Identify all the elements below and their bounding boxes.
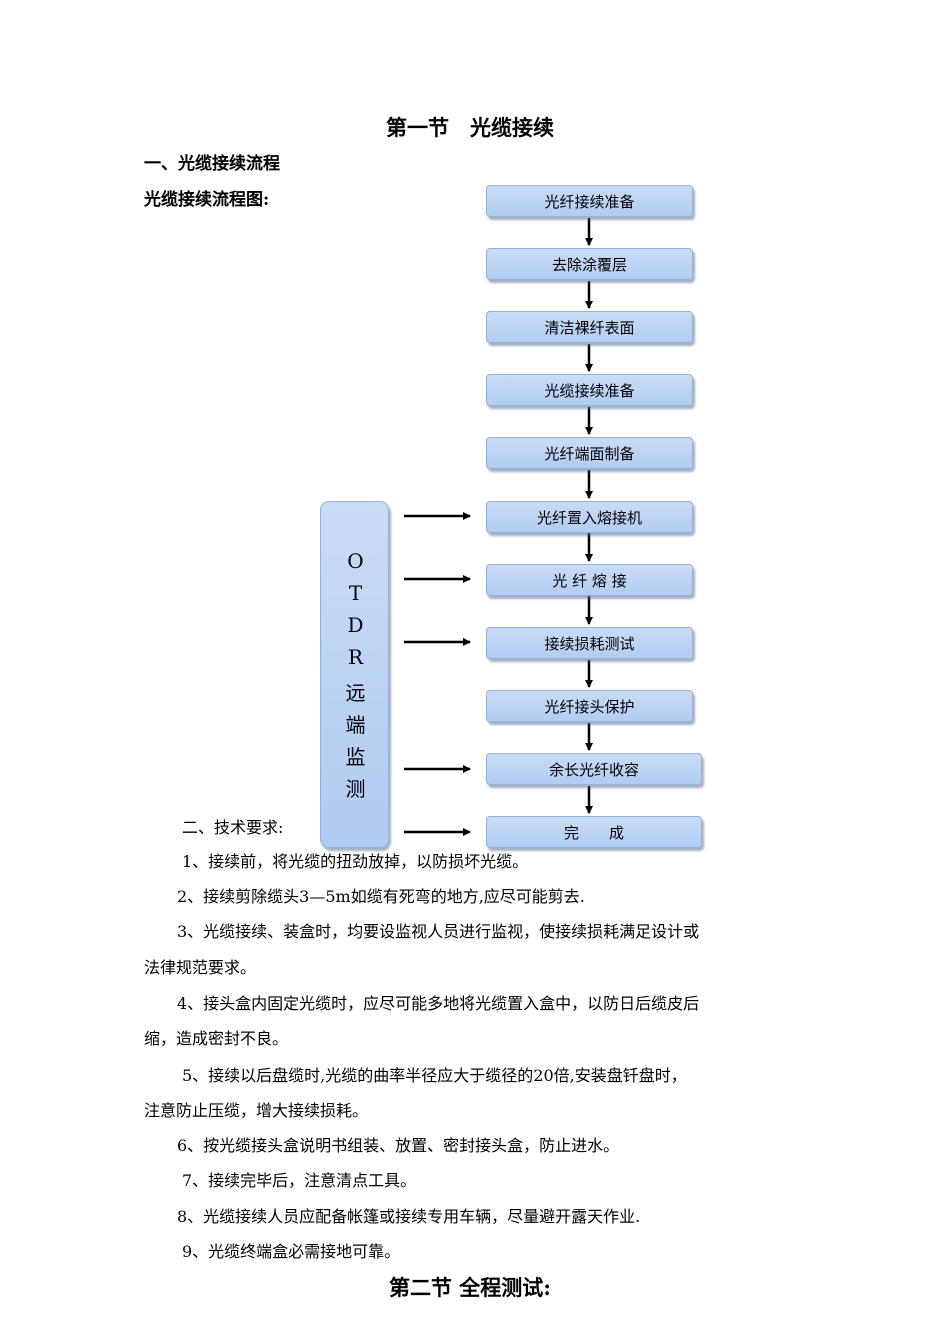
requirement-item: 8、光缆接续人员应配备帐篷或接续专用车辆，尽量避开露天作业. — [177, 1207, 641, 1226]
requirement-item: 6、按光缆接头盒说明书组装、放置、密封接头盒，防止进水。 — [177, 1136, 620, 1155]
otdr-char: O — [347, 549, 364, 573]
requirement-item: 2、接续剪除缆头3—5m如缆有死弯的地方,应尽可能剪去. — [177, 887, 585, 906]
flow-step-1: 光纤接续准备 — [486, 185, 693, 217]
requirement-item-continued: 法律规范要求。 — [144, 958, 257, 977]
flow-step-9: 光纤接头保护 — [486, 690, 693, 722]
flow-step-2: 去除涂覆层 — [486, 248, 693, 280]
otdr-char: 端 — [345, 713, 366, 737]
requirement-item: 3、光缆接续、装盒时，均要设监视人员进行监视，使接续损耗满足设计或 — [177, 922, 700, 941]
flowchart-caption: 光缆接续流程图: — [144, 190, 270, 210]
flow-step-6: 光纤置入熔接机 — [486, 501, 693, 533]
heading-tech-requirements: 二、技术要求: — [182, 818, 284, 837]
flow-step-11: 完 成 — [486, 816, 702, 848]
otdr-monitor-box: O T D R 远 端 监 测 — [320, 501, 389, 848]
otdr-char: 远 — [345, 681, 366, 705]
flow-step-4: 光缆接续准备 — [486, 374, 693, 406]
requirement-item-continued: 注意防止压缆，增大接续损耗。 — [144, 1101, 369, 1120]
otdr-char: 测 — [345, 777, 366, 801]
requirement-item-continued: 缩，造成密封不良。 — [144, 1029, 289, 1048]
heading-flow-process: 一、光缆接续流程 — [144, 154, 280, 174]
requirement-item: 1、接续前，将光缆的扭劲放掉，以防损坏光缆。 — [182, 852, 529, 871]
otdr-char: 监 — [345, 745, 366, 769]
requirement-item: 7、接续完毕后，注意清点工具。 — [182, 1171, 417, 1190]
horizontal-arrows — [404, 512, 471, 836]
section-title-2: 第二节 全程测试: — [389, 1275, 552, 1300]
flow-step-8: 接续损耗测试 — [486, 627, 693, 659]
otdr-char: T — [348, 581, 363, 605]
otdr-char: D — [347, 613, 364, 637]
requirement-item: 5、接续以后盘缆时,光缆的曲率半径应大于缆径的20倍,安装盘钎盘时， — [182, 1066, 687, 1085]
flow-step-5: 光纤端面制备 — [486, 437, 693, 469]
requirement-item: 9、光缆终端盒必需接地可靠。 — [182, 1242, 401, 1261]
flow-step-7: 光 纤 熔 接 — [486, 564, 693, 596]
section-title: 第一节 光缆接续 — [386, 115, 554, 140]
flow-step-3: 清洁裸纤表面 — [486, 311, 693, 343]
requirement-item: 4、接头盒内固定光缆时，应尽可能多地将光缆置入盒中，以防日后缆皮后 — [177, 994, 700, 1013]
flow-step-10: 余长光纤收容 — [486, 753, 702, 785]
otdr-char: R — [347, 645, 364, 669]
